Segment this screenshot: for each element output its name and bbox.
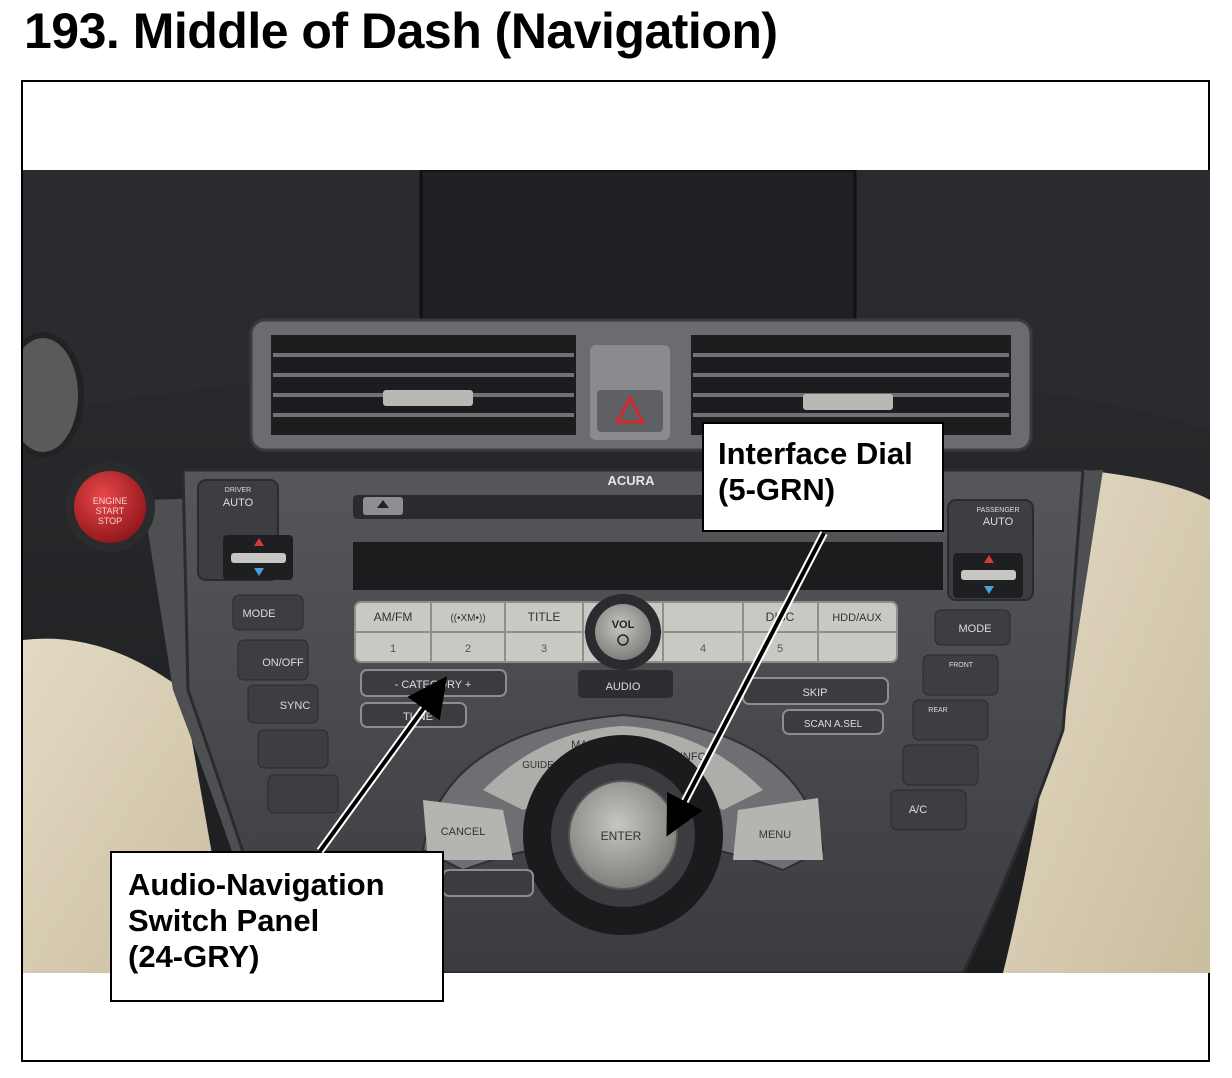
passenger-label: PASSENGER [976, 507, 1019, 514]
interface-dial-callout: Interface Dial (5-GRN) [702, 422, 944, 532]
passenger-auto-label: AUTO [983, 516, 1014, 528]
hazard-button[interactable] [597, 390, 663, 432]
preset-5-button[interactable]: 5 [777, 643, 783, 655]
rear-defrost-button[interactable] [912, 699, 989, 741]
engine-label: ENGINE [93, 496, 128, 506]
cancel-label: CANCEL [441, 826, 486, 838]
mode-right-label: MODE [959, 623, 992, 635]
gauge-cluster-edge [23, 332, 84, 458]
front-label: FRONT [949, 662, 974, 669]
right-beige-trim [1003, 470, 1210, 973]
audio-button[interactable] [578, 670, 673, 698]
right-vent-tab[interactable] [803, 394, 893, 410]
menu-button[interactable] [733, 798, 823, 860]
driver-label: DRIVER [225, 487, 251, 494]
audio-display [353, 542, 943, 590]
climate-on-off-button[interactable] [237, 639, 309, 681]
acura-brand-text: ACURA [608, 473, 656, 488]
disc-slot [353, 495, 723, 519]
hdd-aux-button[interactable]: HDD/AUX [832, 612, 882, 624]
vol-label: VOL [612, 619, 635, 631]
preset-1-button[interactable]: 1 [390, 643, 396, 655]
sync-button[interactable] [247, 684, 319, 724]
ac-label: A/C [909, 804, 927, 816]
guide-button[interactable]: GUIDE [522, 760, 554, 771]
hazard-icon [614, 394, 646, 424]
scan-button[interactable] [782, 709, 884, 735]
rear-label: REAR [928, 707, 947, 714]
temp-up-icon [254, 538, 264, 546]
xm-button[interactable]: ((•XM•)) [450, 613, 485, 624]
front-defrost-button[interactable] [922, 654, 999, 696]
dashboard-photo: ENGINE START STOP ACURA [23, 170, 1210, 973]
recirculate-button[interactable] [902, 744, 979, 786]
scan-label: SCAN A.SEL [804, 719, 863, 730]
eject-icon [377, 500, 389, 508]
switch-panel-callout-line2: Switch Panel [128, 903, 320, 938]
interface-dial-callout-line1: Interface Dial [718, 436, 913, 471]
switch-panel-callout-line3: (24-GRY) [128, 939, 260, 974]
passenger-temp-up-icon [984, 555, 994, 563]
mode-left-button[interactable] [232, 594, 304, 631]
title-button[interactable]: TITLE [528, 610, 561, 624]
switch-panel-callout-line1: Audio-Navigation [128, 867, 385, 902]
stop-label: STOP [98, 516, 122, 526]
mode-left-label: MODE [243, 608, 276, 620]
ac-button[interactable] [890, 789, 967, 831]
menu-label: MENU [759, 829, 791, 841]
switch-panel-callout: Audio-Navigation Switch Panel (24-GRY) [110, 851, 444, 1002]
fan-up-button[interactable] [257, 729, 329, 769]
on-off-label: ON/OFF [262, 657, 304, 669]
cancel-button[interactable] [423, 800, 513, 860]
mode-right-button[interactable] [934, 609, 1011, 646]
left-vent-tab[interactable] [383, 390, 473, 406]
page-title: 193. Middle of Dash (Navigation) [24, 3, 778, 59]
temp-down-icon [254, 568, 264, 576]
navigation-screen [419, 170, 857, 322]
driver-auto-label: AUTO [223, 497, 254, 509]
skip-label: SKIP [802, 687, 827, 699]
am-fm-button[interactable]: AM/FM [374, 610, 413, 624]
enter-label: ENTER [601, 829, 642, 843]
right-air-vent[interactable] [691, 335, 1011, 435]
left-air-vent[interactable] [271, 335, 576, 435]
audio-label: AUDIO [606, 681, 641, 693]
sync-label: SYNC [280, 700, 311, 712]
preset-3-button[interactable]: 3 [541, 643, 547, 655]
fan-down-button[interactable] [267, 774, 339, 814]
interface-dial-callout-line2: (5-GRN) [718, 472, 836, 507]
preset-4-button[interactable]: 4 [700, 643, 706, 655]
preset-2-button[interactable]: 2 [465, 643, 471, 655]
passenger-temp-down-icon [984, 586, 994, 594]
start-label: START [96, 506, 125, 516]
power-icon [617, 634, 629, 646]
